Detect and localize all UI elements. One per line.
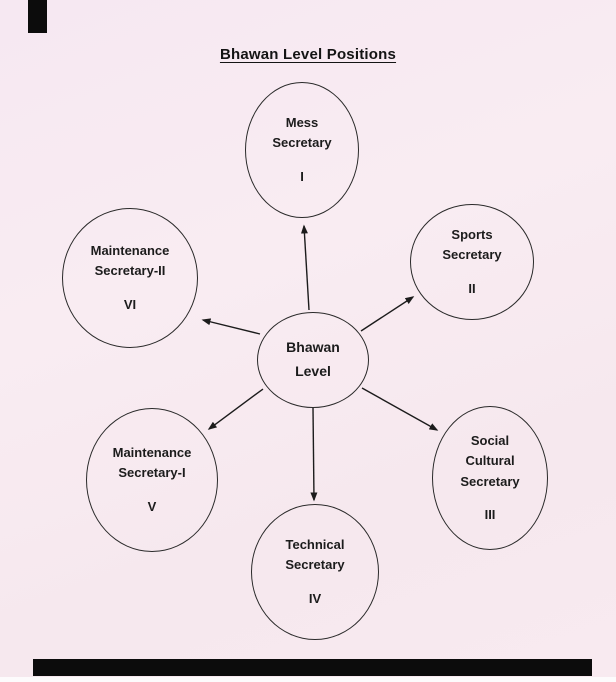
node-numeral: VI [123, 296, 137, 312]
node-maintenance-secretary-1: Maintenance Secretary-I V [86, 408, 218, 552]
page-title: Bhawan Level Positions [219, 46, 397, 63]
arrow-to-social-cultural-secretary [361, 387, 439, 431]
node-bhawan-level-center: Bhawan Level [257, 312, 369, 408]
node-label-line: Cultural [465, 453, 515, 469]
node-label-line: Maintenance [112, 445, 192, 461]
arrow-to-sports-secretary [360, 296, 415, 332]
node-numeral: III [484, 506, 496, 522]
scan-artifact-bottom-bar [33, 659, 592, 676]
node-label-line: Secretary-I [118, 465, 186, 481]
arrow-to-technical-secretary [310, 407, 318, 502]
scan-artifact-top-left [28, 0, 47, 33]
node-mess-secretary: Mess Secretary I [245, 82, 359, 218]
node-label-line: Technical [285, 537, 345, 553]
node-maintenance-secretary-2: Maintenance Secretary-II VI [62, 208, 198, 348]
center-label-line: Bhawan [286, 339, 340, 356]
arrow-to-mess-secretary [300, 224, 310, 311]
node-label-line: Secretary [442, 247, 502, 263]
scan-edge-bottom [0, 677, 616, 682]
node-label-line: Secretary [272, 135, 332, 151]
node-numeral: I [300, 168, 304, 184]
node-label-line: Sports [451, 227, 493, 243]
node-label-line: Maintenance [90, 243, 170, 259]
node-social-cultural-secretary: Social Cultural Secretary III [432, 406, 548, 550]
node-label-line: Mess [285, 115, 319, 131]
node-label-line: Secretary [460, 473, 520, 489]
node-numeral: IV [308, 590, 322, 606]
arrow-to-maintenance-secretary-2 [201, 318, 261, 335]
center-label-line: Level [295, 363, 331, 379]
node-sports-secretary: Sports Secretary II [410, 204, 534, 320]
node-numeral: V [147, 498, 157, 514]
node-technical-secretary: Technical Secretary IV [251, 504, 379, 640]
node-label-line: Social [470, 433, 510, 449]
node-label-line: Secretary-II [94, 263, 166, 279]
arrow-to-maintenance-secretary-1 [207, 388, 264, 430]
node-label-line: Secretary [285, 557, 345, 573]
node-numeral: II [468, 280, 476, 296]
